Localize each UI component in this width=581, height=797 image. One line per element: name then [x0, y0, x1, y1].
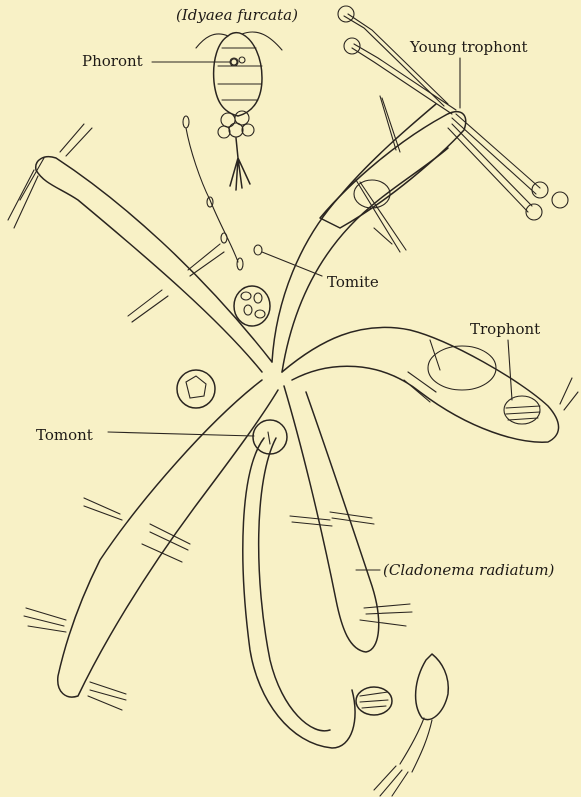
copepod-idyaea	[183, 32, 282, 190]
tomonts-cysts	[177, 370, 392, 715]
label-young-trophont: Young trophont	[409, 38, 528, 56]
label-tomont: Tomont	[36, 426, 93, 444]
label-pointers	[108, 58, 512, 570]
cladonema-medusa	[8, 6, 578, 796]
tomite-cyst	[234, 286, 270, 326]
label-tomite: Tomite	[327, 273, 379, 291]
label-phoront: Phoront	[82, 52, 143, 70]
label-cladonema: (Cladonema radiatum)	[383, 561, 555, 579]
label-idyaea: (Idyaea furcata)	[176, 6, 298, 24]
label-trophont: Trophont	[470, 320, 540, 338]
phoront-pointer	[152, 58, 238, 66]
